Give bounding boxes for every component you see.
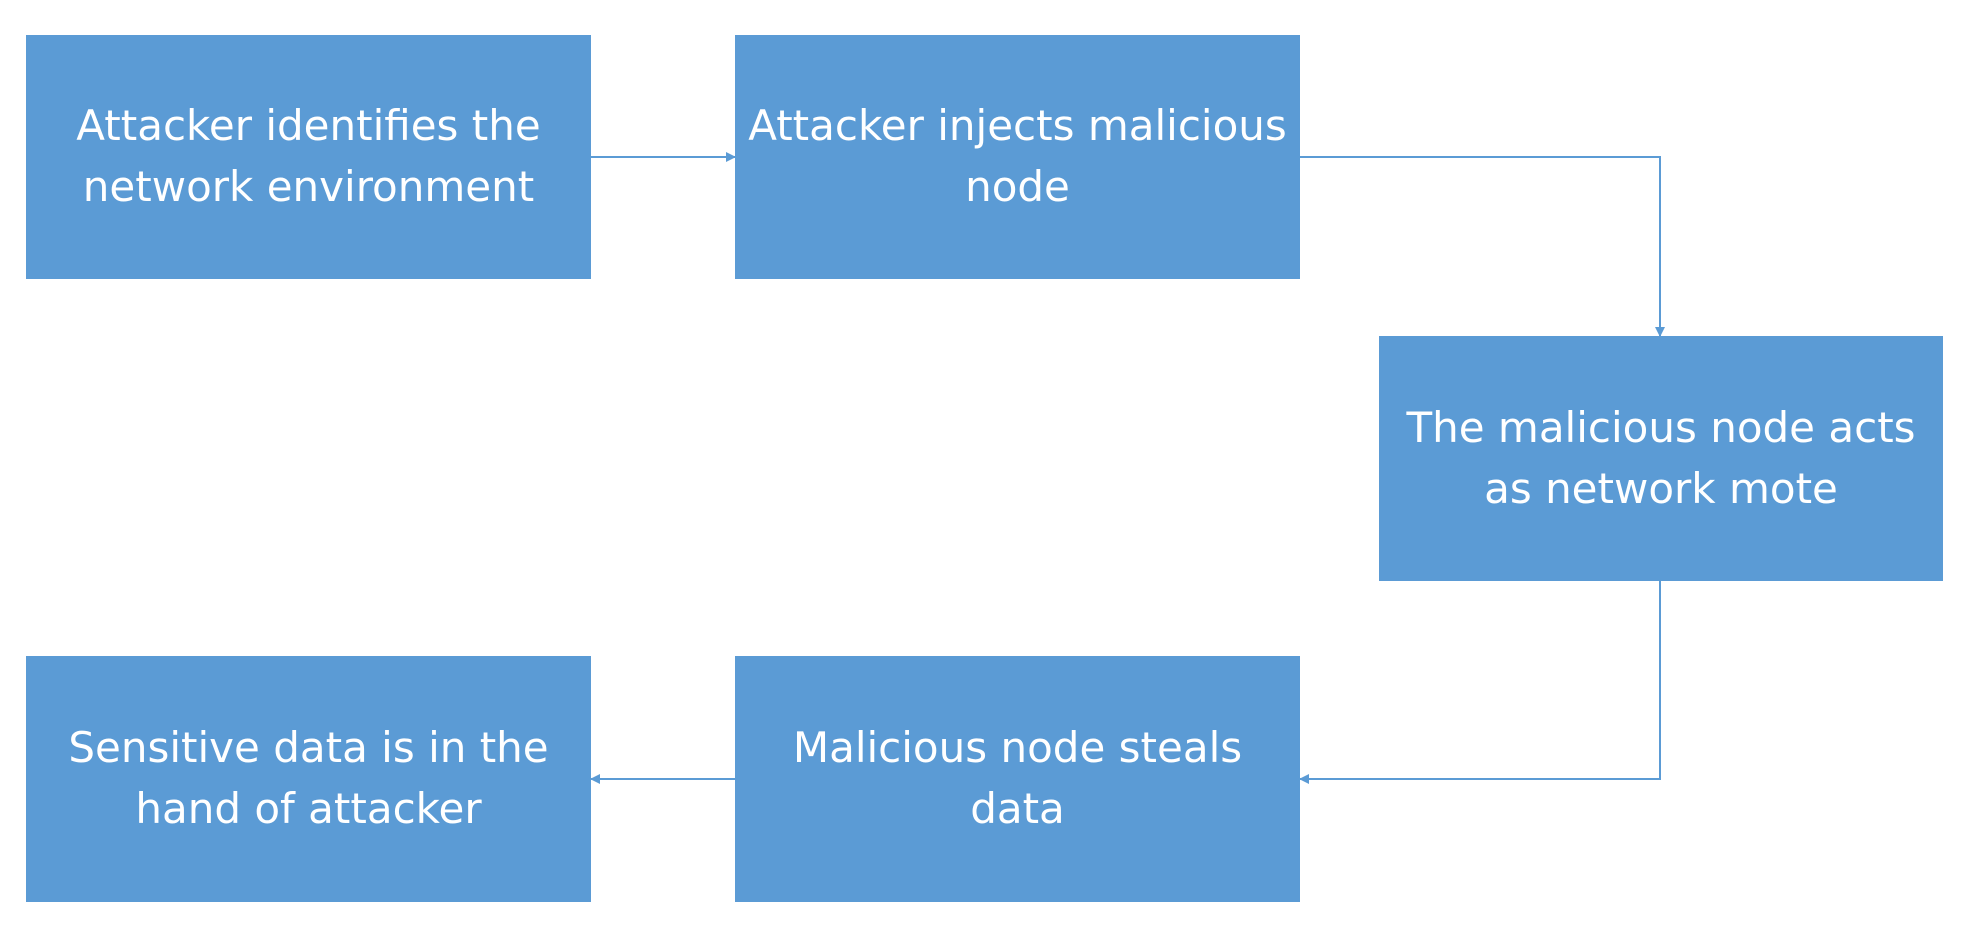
node-data-in-attacker-hands: Sensitive data is in the hand of attacke… xyxy=(26,656,591,902)
node-label: Attacker identifies the network environm… xyxy=(76,101,541,211)
node-label: Attacker injects malicious node xyxy=(748,101,1287,211)
arrow-acts-to-steals xyxy=(1299,581,1661,784)
node-label: The malicious node acts as network mote xyxy=(1406,402,1916,513)
node-malicious-node-acts-as-mote: The malicious node acts as network mote xyxy=(1379,336,1943,581)
node-label: Sensitive data is in the hand of attacke… xyxy=(68,723,549,833)
node-attacker-identifies-environment: Attacker identifies the network environm… xyxy=(26,35,591,279)
node-malicious-node-steals-data: Malicious node steals data xyxy=(735,656,1300,902)
node-label: Malicious node steals data xyxy=(792,723,1243,833)
arrow-inject-to-acts xyxy=(1300,156,1665,337)
node-attacker-injects-node: Attacker injects malicious node xyxy=(735,35,1300,279)
